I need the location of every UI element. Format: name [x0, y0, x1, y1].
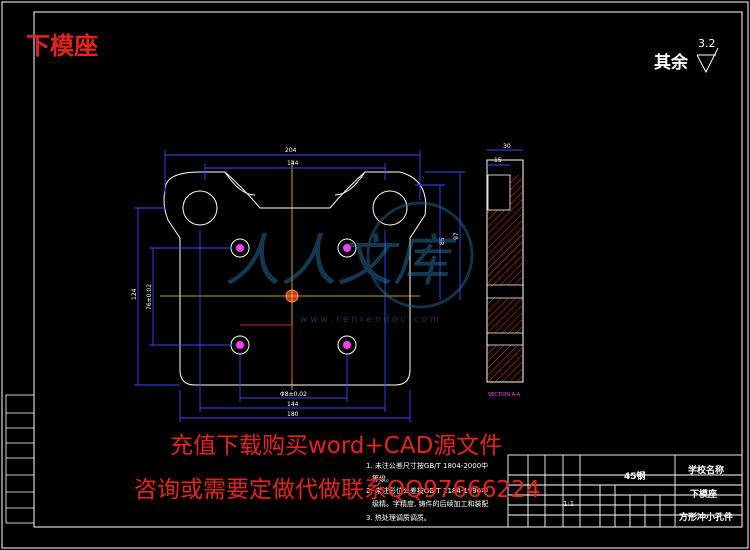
roughness-value: 3.2 [698, 37, 716, 50]
roughness-label: 其余 [654, 53, 688, 73]
section-lines [240, 324, 293, 380]
note-4: 级精。字精度, 铸件的后续加工和装配 [372, 500, 489, 508]
title-block-school: 学校名称 [688, 466, 725, 476]
note-5: 3. 热处理调质调质。 [366, 514, 431, 522]
title-block-part-name: 下模座 [690, 490, 718, 500]
note-1: 1. 未注公差尺寸按GB/T 1804-2000中 [366, 462, 489, 470]
dimension-texts: 204 144 Φ8±0.02 144 180 124 76±0.02 85 9… [131, 147, 460, 418]
dim-left-inner: 76±0.02 [146, 284, 153, 310]
dim-side-step: 15 [494, 157, 502, 164]
title-block-material: 45钢 [624, 472, 646, 482]
dim-right-inner: 85 [439, 237, 446, 245]
drawing-title-red: 下模座 [26, 31, 98, 60]
guide-holes [230, 238, 357, 355]
plate-outline [163, 171, 427, 386]
dim-bottom-total: 180 [287, 411, 299, 418]
title-block-drawing-name: 方形冲小孔件 [679, 513, 734, 523]
title-block-grid [507, 454, 743, 528]
dim-right-total: 97 [453, 232, 460, 240]
note-2: 等级。 [372, 475, 393, 483]
dim-left-height: 124 [131, 288, 138, 300]
section-view: 30 15 SECTION A-A [486, 143, 524, 398]
watermark-url: w w w . r e n r e n d o c . c o m [300, 315, 439, 325]
promo-line-1: 充值下载购买word+CAD源文件 [170, 433, 503, 459]
roughness-symbol [696, 47, 719, 74]
dim-top-total: 204 [285, 147, 297, 154]
watermark-text: 人人文库 [225, 229, 457, 294]
dim-bottom-inner: 144 [287, 401, 299, 408]
title-block-scale: 1:1 [563, 500, 575, 508]
dimension-lines [134, 150, 465, 422]
note-3: 2. 未注形位公差按GB/T 1184-1996中 [366, 487, 489, 495]
promo-line-2: 咨询或需要定做代做联系QQ97666224 [134, 477, 541, 503]
watermark: 人人文库 w w w . r e n r e n d o c . c o m [225, 201, 474, 325]
left-margin-table [5, 394, 35, 524]
section-label: SECTION A-A [488, 392, 521, 398]
dim-side-width: 30 [503, 143, 511, 150]
drawing-frame [33, 11, 743, 528]
dim-top-inner: 144 [287, 160, 299, 167]
dim-hole-spacing: Φ8±0.02 [280, 391, 307, 398]
